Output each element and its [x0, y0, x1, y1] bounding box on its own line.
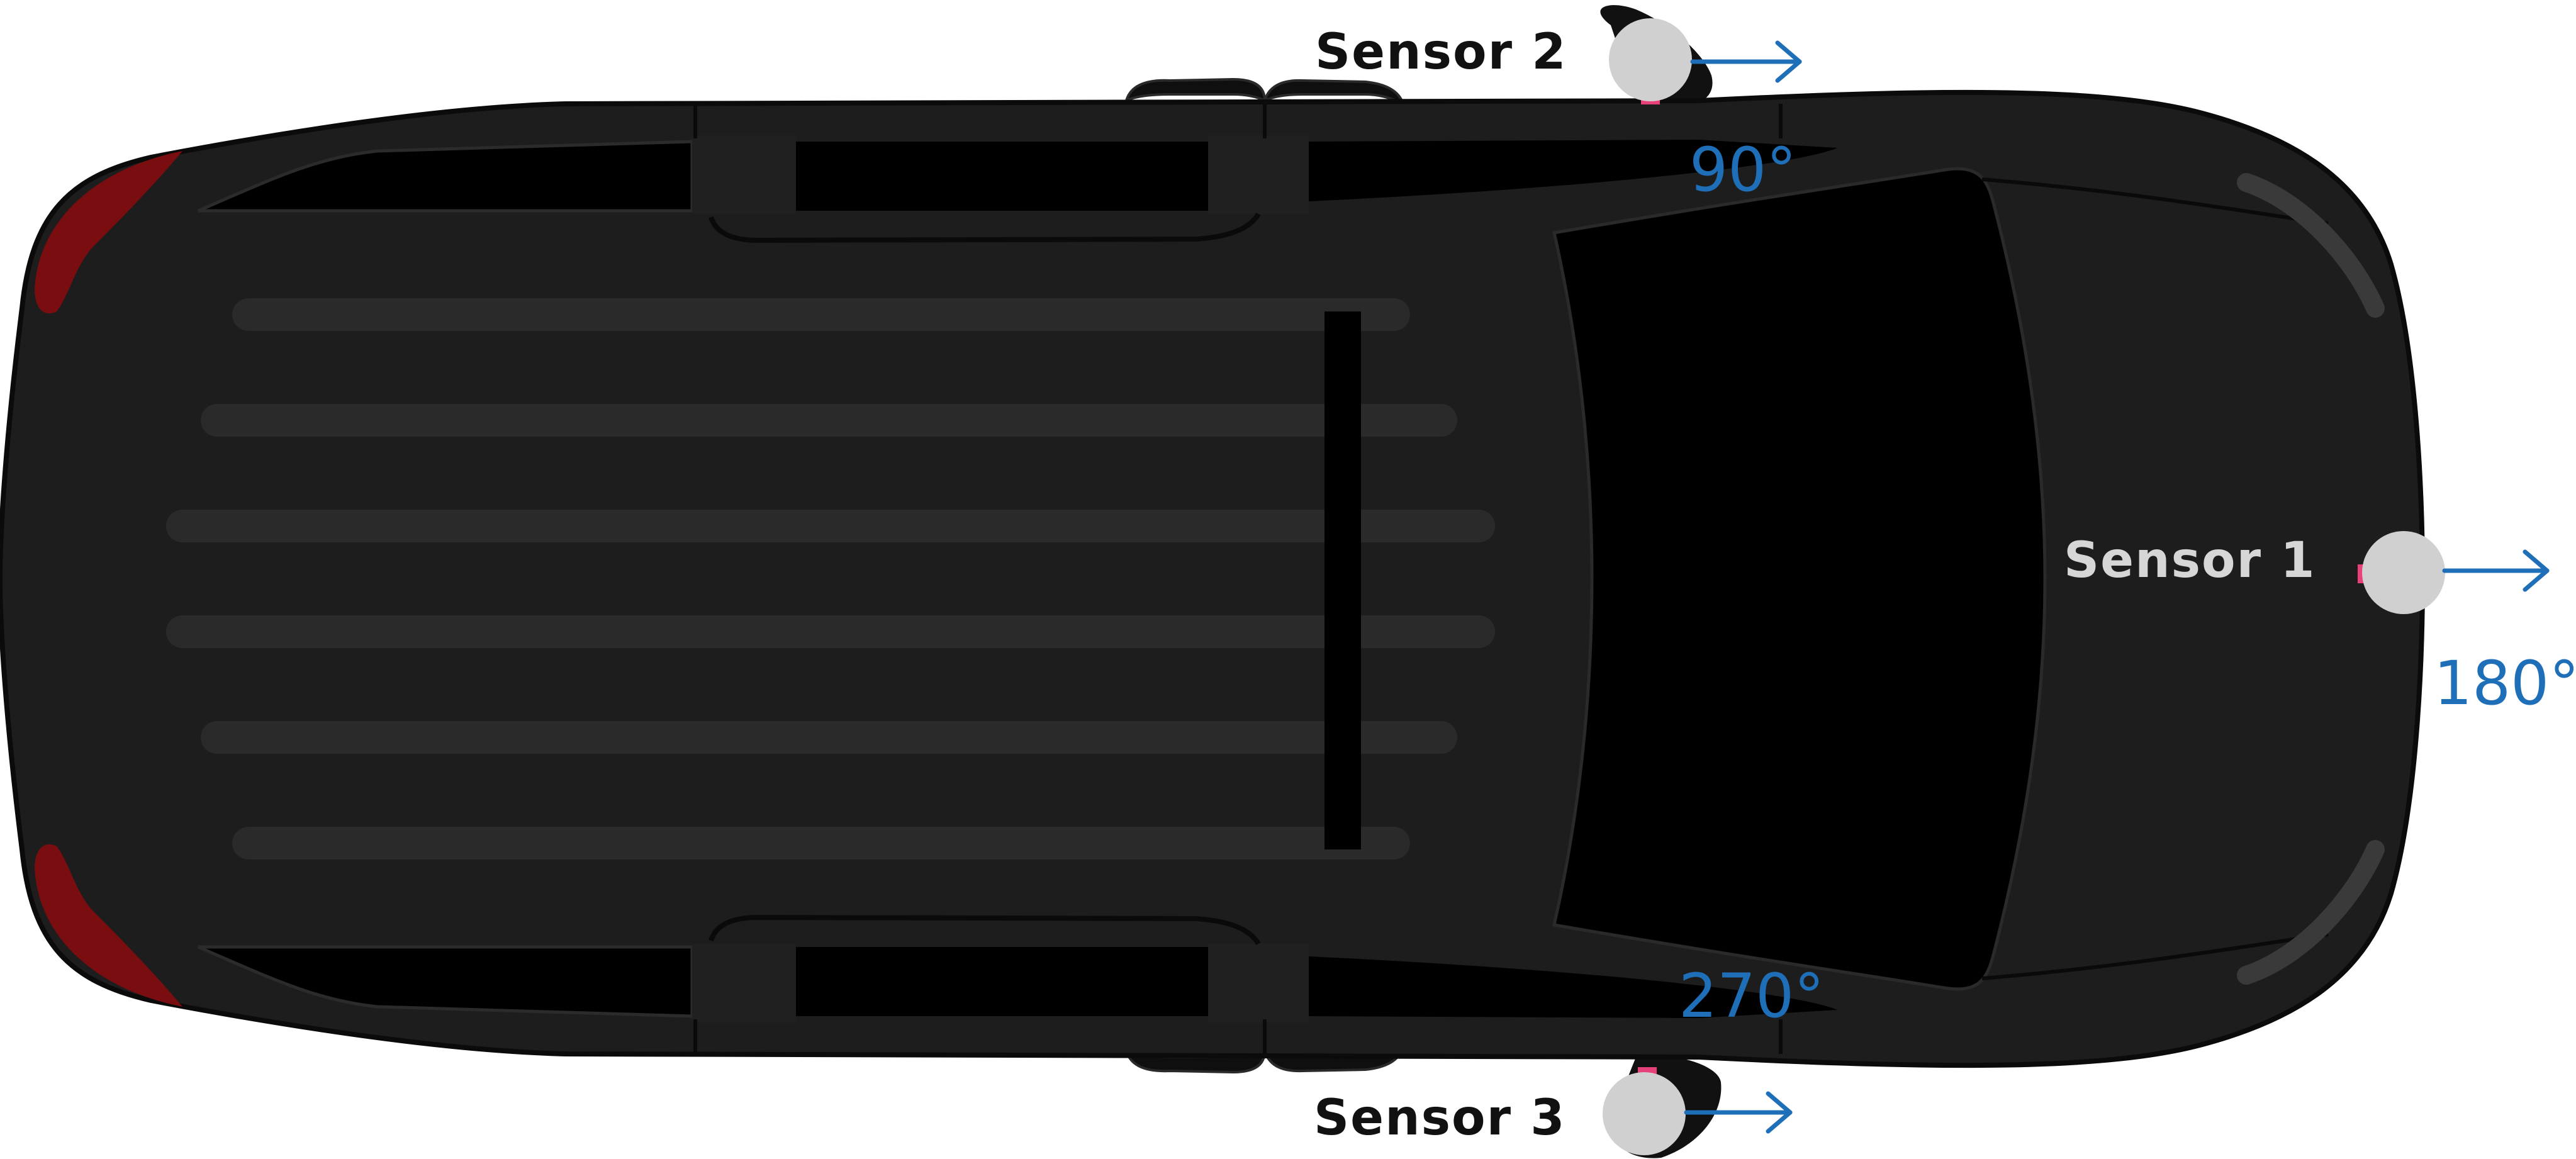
- sensor-3-marker: [1603, 1067, 1686, 1155]
- tail-light-top: [35, 151, 182, 314]
- right-arrow-icon: [1690, 40, 1802, 83]
- sensor-2-angle: 90°: [1689, 135, 1797, 205]
- sensor-1-label: Sensor 1: [2064, 532, 2316, 589]
- right-arrow-icon: [2442, 549, 2550, 592]
- sensor-3-label: Sensor 3: [1314, 1090, 1566, 1146]
- sensor-3-angle: 270°: [1679, 961, 1825, 1031]
- tail-light-bottom: [35, 844, 182, 1007]
- sensor-2-label: Sensor 2: [1315, 24, 1567, 81]
- windshield: [1552, 167, 2047, 991]
- car-top-view-icon: [0, 89, 2426, 1068]
- right-arrow-icon: [1684, 1091, 1793, 1134]
- roof-crossbar: [1324, 311, 1361, 849]
- sensor-2-marker: [1609, 18, 1692, 104]
- sensor-1-angle: 180°: [2434, 648, 2576, 719]
- roof-rails: [166, 298, 1495, 859]
- sensor-1-marker: [2358, 531, 2445, 614]
